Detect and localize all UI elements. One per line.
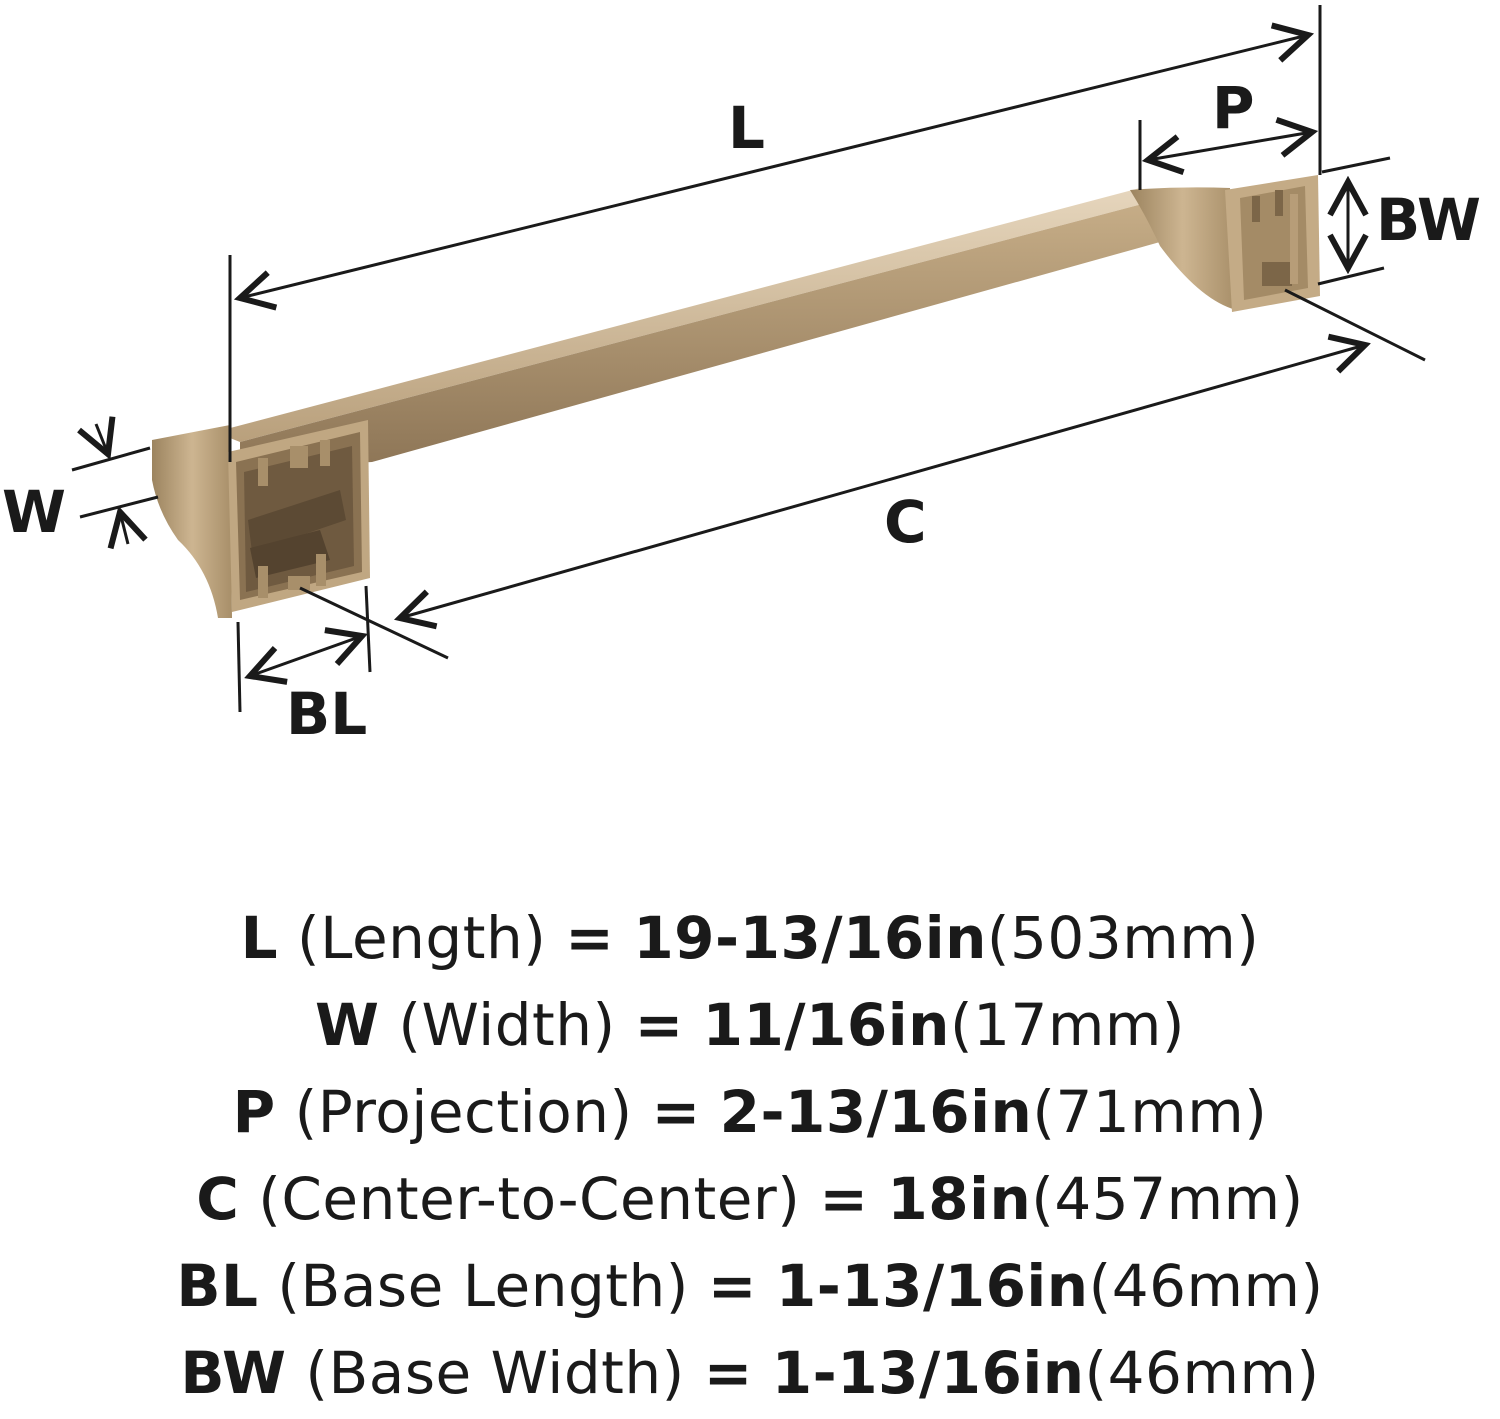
spec-metric: (457mm) <box>1031 1165 1304 1233</box>
dim-line-p <box>1148 132 1312 160</box>
towel-bar-dimension-diagram: L P BW W C BL <box>2 5 1481 748</box>
label-bl: BL <box>286 680 367 748</box>
spec-name: (Base Width) <box>305 1339 685 1407</box>
dim-line-bw-ext-top <box>1321 156 1391 174</box>
spec-equals: = <box>634 991 684 1059</box>
spec-name: (Center-to-Center) <box>258 1165 801 1233</box>
spec-code: C <box>196 1165 240 1233</box>
spec-code: BL <box>176 1252 259 1320</box>
label-c: C <box>884 488 927 556</box>
spec-equals: = <box>703 1339 753 1407</box>
towel-bar-product <box>152 175 1320 618</box>
spec-row-base-width: BW (Base Width) = 1-13/16in(46mm) <box>0 1330 1500 1417</box>
dim-line-c-ext-left <box>299 586 449 660</box>
dim-line-w-ext-top <box>71 446 151 472</box>
spec-name: (Width) <box>398 991 616 1059</box>
dim-line-bw-ext-bottom <box>1317 266 1385 286</box>
spec-name: (Base Length) <box>277 1252 689 1320</box>
label-p: P <box>1212 74 1255 142</box>
spec-row-projection: P (Projection) = 2-13/16in(71mm) <box>0 1069 1500 1156</box>
left-post <box>152 425 232 618</box>
spec-row-center-to-center: C (Center-to-Center) = 18in(457mm) <box>0 1156 1500 1243</box>
label-l: L <box>728 94 765 162</box>
spec-equals: = <box>651 1078 701 1146</box>
specification-list: L (Length) = 19-13/16in(503mm) W (Width)… <box>0 895 1500 1417</box>
dim-line-bl-ext-left <box>236 621 242 713</box>
dim-line-w-arrow-bottom <box>120 512 128 544</box>
spec-code: P <box>232 1078 276 1146</box>
spec-imperial: 1-13/16in <box>775 1252 1089 1320</box>
spec-row-length: L (Length) = 19-13/16in(503mm) <box>0 895 1500 982</box>
spec-metric: (46mm) <box>1088 1252 1324 1320</box>
dim-line-c-ext-right <box>1284 288 1426 362</box>
spec-code: L <box>240 904 279 972</box>
spec-imperial: 11/16in <box>702 991 950 1059</box>
spec-row-base-length: BL (Base Length) = 1-13/16in(46mm) <box>0 1243 1500 1330</box>
spec-row-width: W (Width) = 11/16in(17mm) <box>0 982 1500 1069</box>
spec-code: W <box>314 991 380 1059</box>
spec-metric: (71mm) <box>1032 1078 1268 1146</box>
dimension-lines <box>71 5 1426 713</box>
spec-code: BW <box>180 1339 287 1407</box>
spec-imperial: 19-13/16in <box>633 904 987 972</box>
dim-line-l <box>240 35 1308 298</box>
spec-name: (Projection) <box>294 1078 633 1146</box>
label-w: W <box>2 478 66 546</box>
spec-equals: = <box>819 1165 869 1233</box>
left-base-block <box>228 420 370 612</box>
bar-front-face <box>240 198 1165 470</box>
spec-metric: (46mm) <box>1084 1339 1320 1407</box>
spec-imperial: 18in <box>887 1165 1032 1233</box>
right-base-block <box>1225 175 1320 312</box>
right-post <box>1130 187 1236 310</box>
spec-equals: = <box>707 1252 757 1320</box>
dim-line-bl-ext-right <box>364 585 372 673</box>
spec-imperial: 2-13/16in <box>719 1078 1033 1146</box>
spec-imperial: 1-13/16in <box>771 1339 1085 1407</box>
spec-metric: (17mm) <box>949 991 1185 1059</box>
spec-name: (Length) <box>297 904 547 972</box>
dim-line-c <box>400 345 1365 618</box>
bar-top-surface <box>215 188 1165 442</box>
spec-metric: (503mm) <box>986 904 1260 972</box>
spec-equals: = <box>565 904 615 972</box>
dim-line-bl <box>250 636 362 676</box>
label-bw: BW <box>1376 186 1481 254</box>
dim-line-w-arrow-top <box>96 424 108 454</box>
